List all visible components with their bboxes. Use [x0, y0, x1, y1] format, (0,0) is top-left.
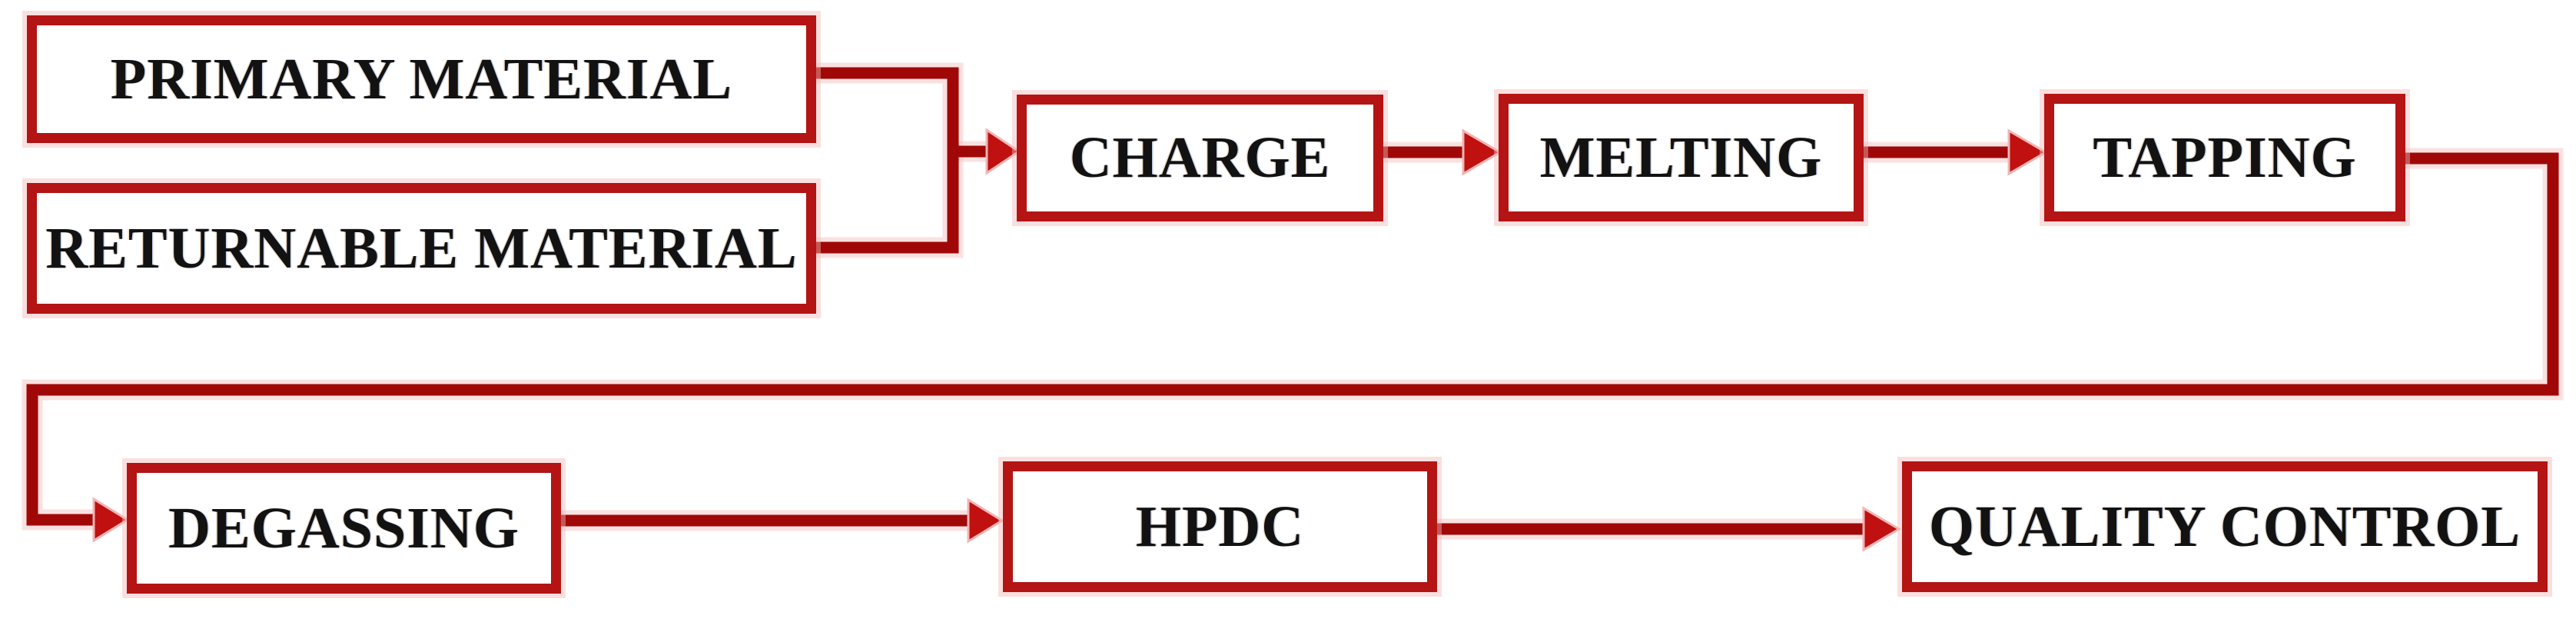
node-quality-control-label: QUALITY CONTROL — [1928, 494, 2521, 559]
arrowhead-into-tapping-icon — [2007, 128, 2048, 176]
halo-merge-bracket — [816, 62, 964, 258]
node-hpdc-label: HPDC — [1135, 494, 1305, 559]
node-hpdc: HPDC — [1003, 461, 1437, 592]
arrowhead-into-quality-icon — [1862, 506, 1901, 552]
connector-tapping-to-degassing-wrap — [26, 152, 2559, 526]
arrowhead-into-charge-icon — [985, 128, 1021, 175]
node-degassing-label: DEGASSING — [168, 495, 520, 561]
node-primary-material: PRIMARY MATERIAL — [27, 15, 816, 143]
node-tapping-label: TAPPING — [2093, 125, 2357, 190]
node-degassing: DEGASSING — [127, 463, 561, 594]
node-quality-control: QUALITY CONTROL — [1902, 461, 2548, 592]
node-melting: MELTING — [1499, 94, 1864, 221]
node-tapping: TAPPING — [2044, 94, 2405, 221]
node-melting-label: MELTING — [1539, 125, 1823, 190]
connector-primary-returnable-merge — [816, 67, 959, 254]
node-primary-material-label: PRIMARY MATERIAL — [110, 46, 733, 111]
node-charge: CHARGE — [1017, 95, 1383, 221]
node-charge-label: CHARGE — [1069, 125, 1331, 190]
arrowhead-into-degassing-icon — [92, 497, 130, 543]
arrowhead-into-melting-icon — [1462, 128, 1502, 176]
node-returnable-material-label: RETURNABLE MATERIAL — [45, 215, 798, 281]
node-returnable-material: RETURNABLE MATERIAL — [27, 183, 816, 314]
arrowhead-into-hpdc-icon — [967, 498, 1004, 544]
